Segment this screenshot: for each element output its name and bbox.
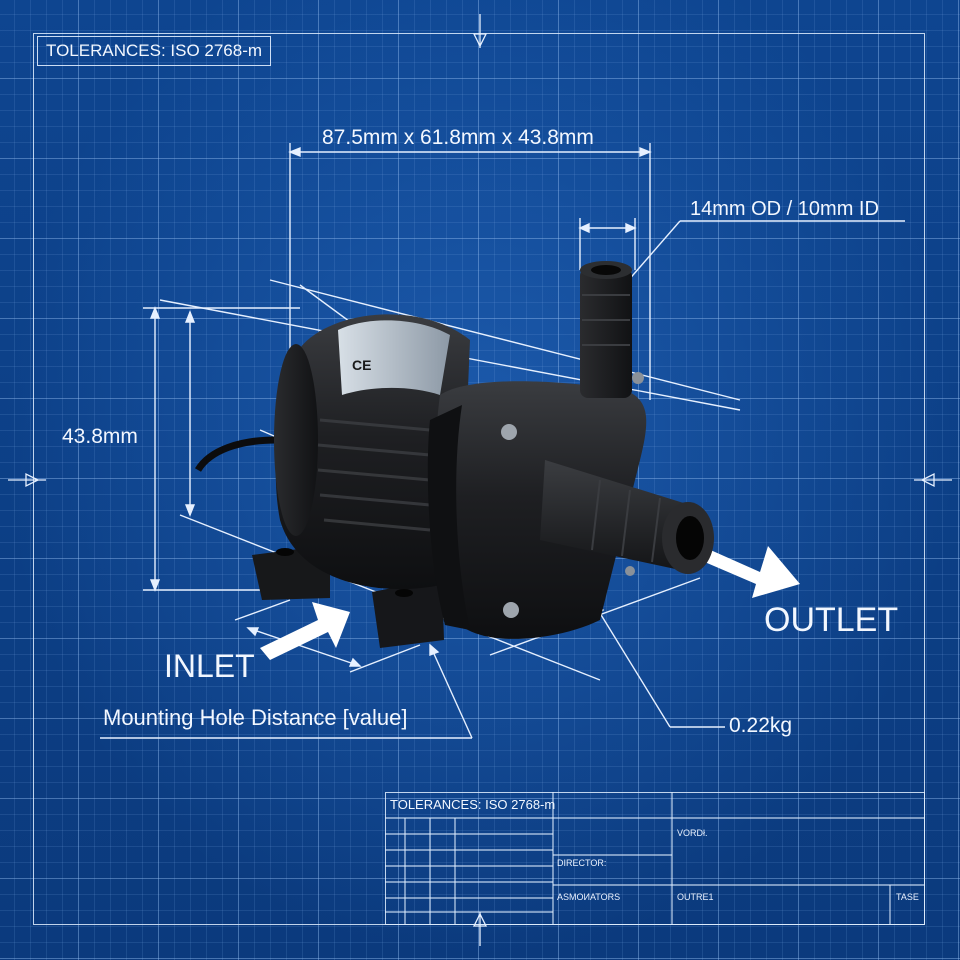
weight-label: 0.22kg bbox=[729, 714, 793, 737]
pump-housing bbox=[435, 381, 647, 639]
title-block bbox=[385, 792, 925, 925]
mounting-hole-label: Mounting Hole Distance [value] bbox=[103, 705, 408, 730]
ce-mark: CE bbox=[352, 357, 371, 373]
overall-dimension-label: 87.5mm x 61.8mm x 43.8mm bbox=[322, 126, 594, 149]
tolerances-top-label: TOLERANCES: ISO 2768-m bbox=[37, 36, 272, 66]
screw-bottom bbox=[503, 602, 519, 618]
title-block-asmo: ASMOИATORS bbox=[557, 892, 621, 902]
inlet-label: INLET bbox=[164, 648, 255, 684]
product-label bbox=[338, 320, 450, 395]
title-block-lines bbox=[385, 792, 925, 925]
front-nozzle bbox=[540, 460, 690, 570]
power-cable bbox=[195, 436, 277, 472]
outlet-arrow bbox=[700, 546, 800, 598]
pump-illustration: CE bbox=[195, 261, 714, 648]
top-nozzle bbox=[580, 268, 632, 398]
weight-leader bbox=[593, 603, 725, 728]
title-block-outre: OUTRE1 bbox=[677, 892, 714, 902]
title-block-tolerances: TOLERANCES: ISO 2768-m bbox=[390, 797, 556, 812]
title-block-vord: VORDł. bbox=[677, 828, 708, 838]
mounting-dimension-lines bbox=[100, 599, 473, 739]
title-block-director: DIRECTOR: bbox=[557, 858, 607, 868]
height-dimension-label: 43.8mm bbox=[62, 425, 138, 448]
frame-center-marks bbox=[8, 14, 952, 946]
mount-foot-right bbox=[372, 578, 444, 648]
inlet-arrow bbox=[260, 602, 350, 660]
screw-top bbox=[501, 424, 517, 440]
title-block-tase: TASE bbox=[896, 892, 919, 902]
nozzle-dimension-label: 14mm OD / 10mm ID bbox=[690, 198, 879, 220]
outlet-label: OUTLET bbox=[764, 601, 899, 639]
